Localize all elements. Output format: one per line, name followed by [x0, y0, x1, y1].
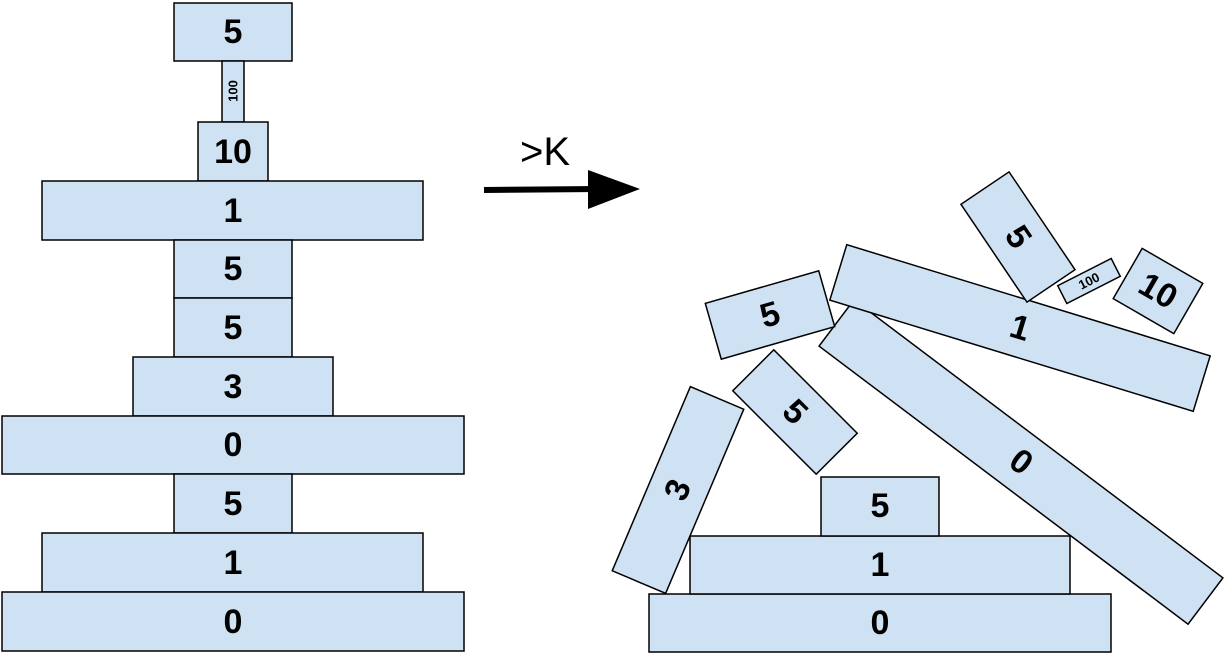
transition-arrow: >K	[483, 130, 640, 209]
pile-block-2-label: 1	[871, 546, 890, 584]
arrow-head	[588, 170, 640, 209]
arrow-label: >K	[520, 130, 570, 174]
tower-block-10: 1	[41, 532, 424, 593]
tower-block-5: 5	[173, 239, 293, 299]
tower-block-2-label: 100	[226, 80, 241, 102]
tower-block-1: 5	[173, 2, 293, 62]
tower-block-5-label: 5	[224, 250, 243, 288]
tower-block-3: 10	[197, 121, 269, 182]
pile-block-1: 0	[648, 593, 1112, 653]
tower-block-9: 5	[173, 473, 293, 534]
tower-block-4-label: 1	[224, 192, 243, 230]
pile-block-2: 1	[689, 535, 1071, 595]
tower-block-8: 0	[1, 415, 465, 475]
tower-block-7: 3	[132, 356, 334, 417]
pile-block-3: 5	[820, 476, 940, 537]
tower-block-8-label: 0	[224, 426, 243, 464]
collapsed-pile: 0 1 5 3 5 0 5	[611, 170, 1224, 653]
tower-block-11: 0	[1, 591, 465, 652]
pile-block-7: 5	[704, 269, 836, 361]
pile-block-1-label: 0	[871, 604, 890, 642]
pile-block-10: 100	[1056, 257, 1122, 305]
pile-block-8: 1	[828, 243, 1212, 413]
tower-block-2: 100	[221, 60, 245, 123]
tower-block-3-label: 10	[214, 133, 252, 171]
tower-block-9-label: 5	[224, 485, 243, 523]
tower-block-7-label: 3	[224, 368, 243, 406]
tower-block-1-label: 5	[224, 13, 243, 51]
pile-block-11: 10	[1112, 247, 1204, 335]
tower-block-4: 1	[41, 180, 424, 241]
tower-block-11-label: 0	[224, 603, 243, 641]
pile-block-9: 5	[959, 170, 1077, 304]
stable-tower: 5 100 10 1 5 5 3 0	[1, 2, 465, 652]
tower-block-6-label: 5	[224, 309, 243, 347]
pile-block-6: 0	[818, 298, 1224, 626]
tower-block-10-label: 1	[224, 544, 243, 582]
pile-block-4: 3	[611, 385, 745, 595]
tower-block-6: 5	[173, 297, 293, 358]
arrow-shaft	[483, 186, 601, 193]
pile-block-5: 5	[731, 348, 859, 476]
pile-block-3-label: 5	[871, 487, 890, 525]
